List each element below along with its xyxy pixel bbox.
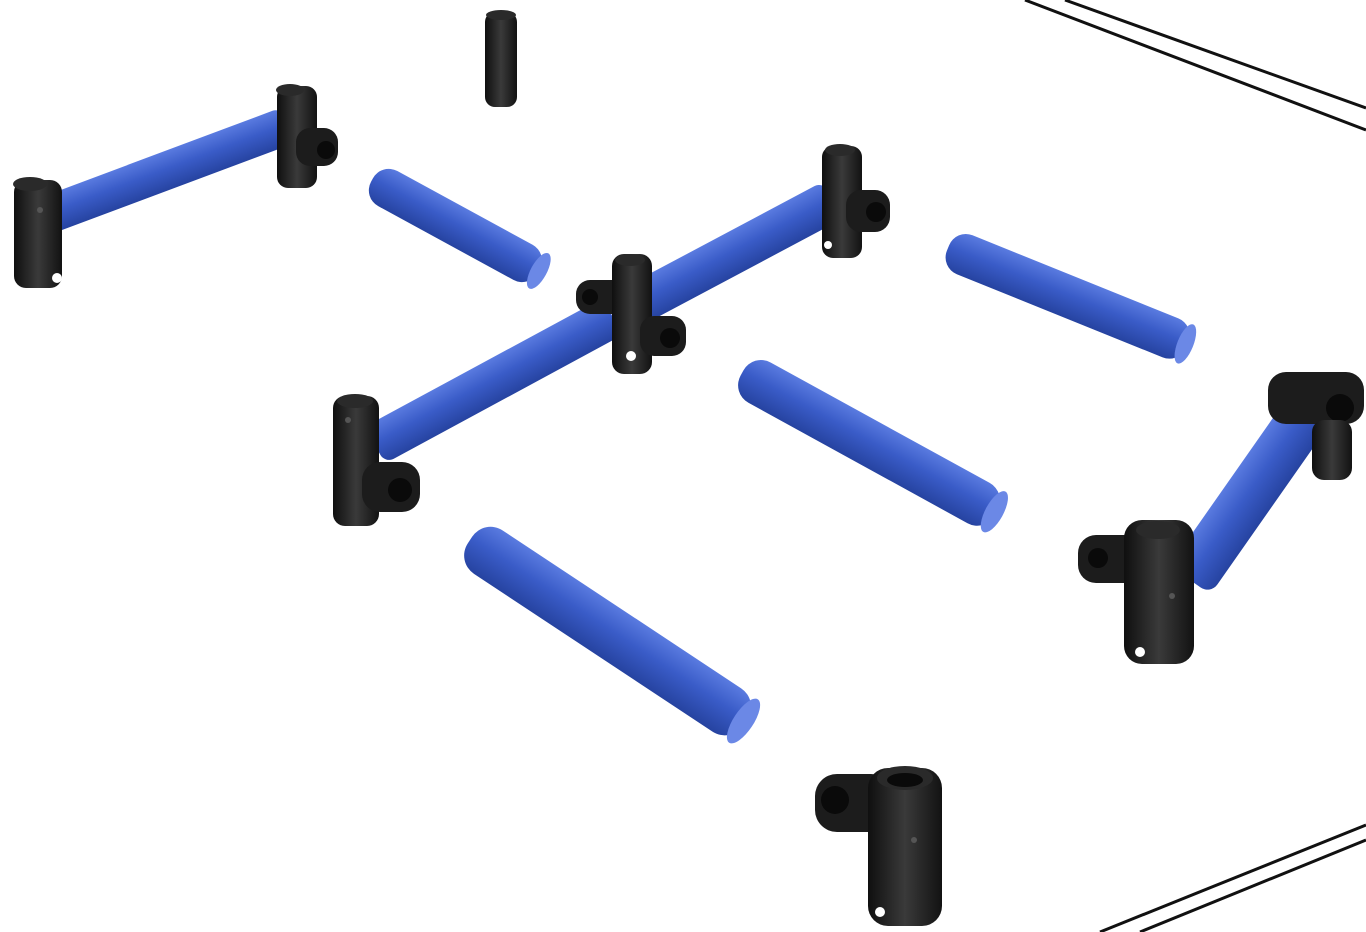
tube-loose-right-upper bbox=[940, 229, 1201, 367]
tube-loose-top bbox=[362, 162, 555, 292]
tube-center-to-upper-tee bbox=[620, 181, 843, 326]
frame-edge-lines-top bbox=[1025, 0, 1366, 130]
t-connector-bottom-loose-icon bbox=[815, 766, 942, 926]
straight-coupler-icon bbox=[485, 10, 517, 107]
tube-loose-middle bbox=[731, 353, 1013, 536]
tube-loose-lower bbox=[456, 518, 767, 748]
tube-center-to-lower-tee bbox=[365, 298, 622, 463]
t-connector-left-end-icon bbox=[13, 177, 62, 288]
t-connector-upper-icon bbox=[822, 144, 890, 258]
frame-edge-lines-bottom bbox=[1100, 825, 1366, 932]
corner-connector-top-left-icon bbox=[276, 84, 338, 188]
t-connector-right-lower-icon bbox=[1078, 520, 1194, 664]
tube-top-left-assembled bbox=[33, 107, 295, 235]
